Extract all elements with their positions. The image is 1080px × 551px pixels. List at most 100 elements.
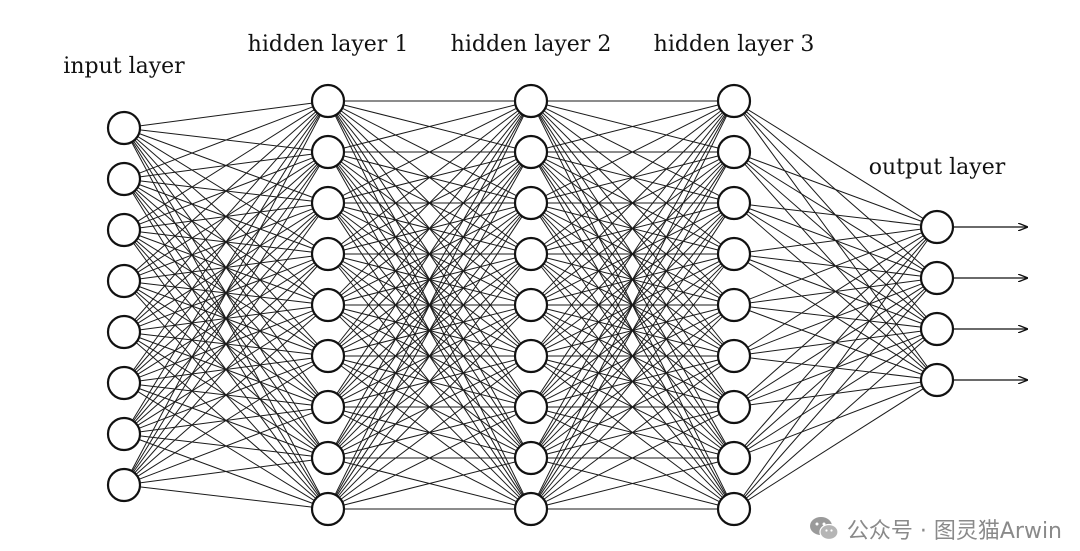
- hidden-1-neuron-1: [310, 83, 346, 119]
- edge-l1-n8-to-l2-n0: [334, 115, 525, 495]
- edge-l0-n7-to-l1-n8: [139, 486, 313, 508]
- edge-l1-n8-to-l2-n2: [336, 216, 523, 496]
- edge-l0-n7-to-l1-n4: [135, 315, 317, 475]
- edge-l1-n8-to-l2-n7: [343, 461, 516, 506]
- output-neuron-3: [919, 311, 955, 347]
- input-neuron-6: [106, 365, 142, 401]
- hidden-2-neuron-4: [513, 236, 549, 272]
- edge-l1-n8-to-l2-n4: [338, 315, 521, 499]
- watermark: 公众号 · 图灵猫Arwin: [809, 513, 1062, 545]
- edge-l0-n2-to-l1-n0: [137, 109, 315, 222]
- hidden-2-neuron-5: [513, 287, 549, 323]
- hidden-2-neuron-9: [513, 491, 549, 527]
- edge-l0-n7-to-l1-n6: [138, 412, 314, 480]
- edge-l1-n8-to-l2-n5: [340, 365, 519, 500]
- edge-l3-n1-to-l4-n0: [748, 157, 923, 222]
- edge-l1-n8-to-l2-n1: [335, 165, 524, 496]
- edge-l1-n4-to-l2-n0: [338, 111, 521, 295]
- edge-l1-n1-to-l2-n0: [343, 104, 516, 149]
- edge-l3-n5-to-l4-n0: [747, 235, 924, 348]
- edge-l3-n7-to-l4-n0: [744, 238, 927, 447]
- output-neuron-2: [919, 260, 955, 296]
- edge-l2-n6-to-l3-n0: [539, 114, 726, 394]
- edge-l0-n4-to-l1-n0: [134, 112, 318, 321]
- edge-l0-n7-to-l1-n7: [139, 459, 313, 484]
- edge-l3-n2-to-l4-n0: [749, 204, 922, 226]
- edge-l3-n8-to-l4-n3: [747, 388, 924, 501]
- input-neuron-2: [106, 161, 142, 197]
- hidden-1-neuron-9: [310, 491, 346, 527]
- edge-l2-n8-to-l3-n2: [539, 216, 726, 496]
- edge-l1-n8-to-l2-n3: [337, 266, 522, 497]
- hidden-3-neuron-7: [716, 389, 752, 425]
- hidden-2-neuron-3: [513, 185, 549, 221]
- edge-l0-n7-to-l1-n5: [137, 364, 315, 477]
- edge-l3-n8-to-l4-n0: [742, 239, 929, 497]
- hidden-2-neuron-2: [513, 134, 549, 170]
- edge-l2-n8-to-l3-n1: [538, 165, 727, 496]
- watermark-text: 公众号 · 图灵猫Arwin: [846, 519, 1062, 544]
- edge-l0-n7-to-l1-n3: [134, 265, 318, 474]
- output-neuron-4: [919, 362, 955, 398]
- neurons: [106, 83, 955, 527]
- edge-l2-n5-to-l3-n0: [540, 113, 725, 344]
- edge-l1-n3-to-l2-n0: [340, 110, 519, 245]
- edge-l2-n8-to-l3-n6: [545, 413, 720, 503]
- hidden-1-neuron-5: [310, 287, 346, 323]
- edge-l1-n6-to-l2-n0: [336, 114, 523, 394]
- hidden-3-neuron-2: [716, 134, 752, 170]
- edge-l0-n1-to-l1-n0: [138, 106, 314, 174]
- input-neuron-4: [106, 263, 142, 299]
- edge-l2-n8-to-l3-n3: [540, 266, 725, 497]
- edge-l0-n7-to-l1-n1: [131, 165, 321, 472]
- hidden-3-neuron-9: [716, 491, 752, 527]
- hidden-2-neuron-8: [513, 440, 549, 476]
- hidden-2-neuron-1: [513, 83, 549, 119]
- hidden-3-neuron-3: [716, 185, 752, 221]
- edge-l3-n8-to-l4-n1: [744, 289, 927, 498]
- input-neuron-7: [106, 416, 142, 452]
- hidden-1-neuron-8: [310, 440, 346, 476]
- output-neuron-1: [919, 209, 955, 245]
- wechat-logo-icon: [809, 517, 839, 541]
- edge-l3-n3-to-l4-n0: [749, 228, 922, 253]
- edge-l0-n3-to-l1-n0: [135, 111, 317, 271]
- output-layer-label: output layer: [869, 155, 1006, 180]
- edge-l0-n7-to-l1-n2: [132, 215, 320, 473]
- hidden-2-neuron-7: [513, 389, 549, 425]
- hidden-1-neuron-3: [310, 185, 346, 221]
- edge-l3-n0-to-l4-n0: [747, 108, 924, 220]
- edge-l2-n2-to-l3-n0: [545, 107, 720, 197]
- edge-l0-n6-to-l1-n0: [131, 114, 321, 421]
- edge-l2-n8-to-l3-n7: [546, 461, 719, 506]
- edge-l0-n7-to-l1-n0: [131, 114, 321, 472]
- edge-l2-n8-to-l3-n4: [541, 315, 724, 499]
- edge-l1-n2-to-l2-n0: [342, 107, 517, 197]
- hidden-1-neuron-4: [310, 236, 346, 272]
- edge-l2-n4-to-l3-n0: [541, 111, 724, 295]
- input-neuron-8: [106, 467, 142, 503]
- hidden-3-neuron-4: [716, 236, 752, 272]
- hidden-layer-3-label: hidden layer 3: [654, 32, 815, 57]
- hidden-layer-1-label: hidden layer 1: [248, 32, 409, 57]
- hidden-layer-2-label: hidden layer 2: [451, 32, 612, 57]
- hidden-3-neuron-5: [716, 287, 752, 323]
- hidden-1-neuron-2: [310, 134, 346, 170]
- input-neuron-5: [106, 314, 142, 350]
- edge-l3-n6-to-l4-n0: [745, 237, 926, 397]
- hidden-1-neuron-7: [310, 389, 346, 425]
- edge-l2-n3-to-l3-n0: [543, 110, 722, 245]
- hidden-2-neuron-6: [513, 338, 549, 374]
- edge-l3-n4-to-l4-n0: [748, 232, 923, 300]
- edge-l3-n8-to-l4-n2: [745, 339, 926, 499]
- output-arrows: [953, 227, 1027, 380]
- edge-l2-n7-to-l3-n0: [538, 114, 727, 445]
- edge-l1-n5-to-l2-n0: [337, 113, 522, 344]
- input-layer-label: input layer: [63, 54, 185, 79]
- hidden-1-neuron-6: [310, 338, 346, 374]
- input-neuron-1: [106, 110, 142, 146]
- hidden-3-neuron-6: [716, 338, 752, 374]
- edge-l1-n8-to-l2-n6: [342, 413, 517, 503]
- hidden-3-neuron-1: [716, 83, 752, 119]
